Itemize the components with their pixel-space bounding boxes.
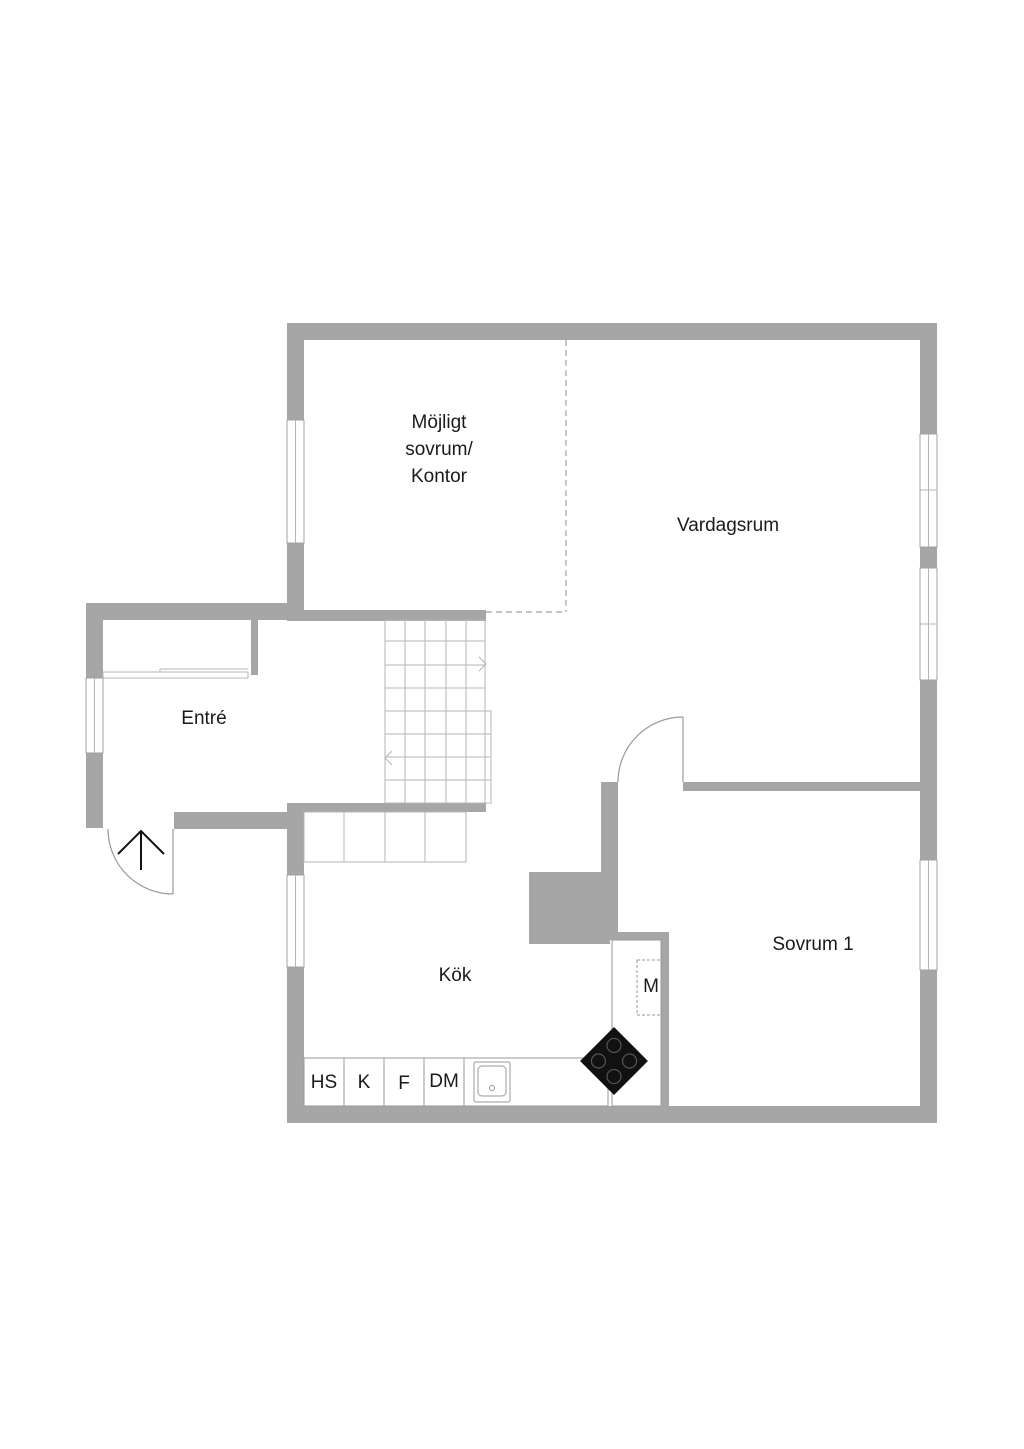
room-label-office-1: Möjligt xyxy=(412,412,468,433)
room-label-office-2: sovrum/ xyxy=(405,439,473,460)
sink-icon xyxy=(473,1061,511,1103)
wall-bottom xyxy=(287,1106,937,1123)
entrance-closet xyxy=(102,668,249,679)
appliance-label-f: F xyxy=(398,1073,410,1094)
wall-entrance-bottom xyxy=(174,812,304,829)
room-label-entrance: Entré xyxy=(181,708,226,729)
wall-stairs-bottom xyxy=(287,803,486,812)
dashed-divider xyxy=(486,340,567,613)
wall-office-bottom xyxy=(287,610,486,621)
entrance-arrow-icon xyxy=(117,829,165,870)
windows xyxy=(85,419,938,971)
staircase xyxy=(303,619,492,863)
room-label-office-3: Kontor xyxy=(411,466,468,487)
room-label-bedroom: Sovrum 1 xyxy=(772,934,853,955)
appliance-label-k: K xyxy=(358,1072,371,1093)
stove-icon xyxy=(580,1027,648,1095)
wall-closet-partition xyxy=(251,620,258,675)
chimney xyxy=(529,872,610,944)
room-label-kitchen: Kök xyxy=(439,965,472,986)
wall-top xyxy=(287,323,937,340)
wall-bedroom-top xyxy=(683,782,937,791)
room-label-living: Vardagsrum xyxy=(677,515,779,536)
wall-entrance-top xyxy=(86,603,304,620)
doors xyxy=(107,716,684,895)
wall-bedroom-left-lower xyxy=(661,937,669,1123)
appliance-label-dm: DM xyxy=(429,1071,459,1092)
appliance-label-m: M xyxy=(643,976,659,997)
wall-bedroom-connector xyxy=(601,932,669,940)
appliance-label-hs: HS xyxy=(311,1072,337,1093)
